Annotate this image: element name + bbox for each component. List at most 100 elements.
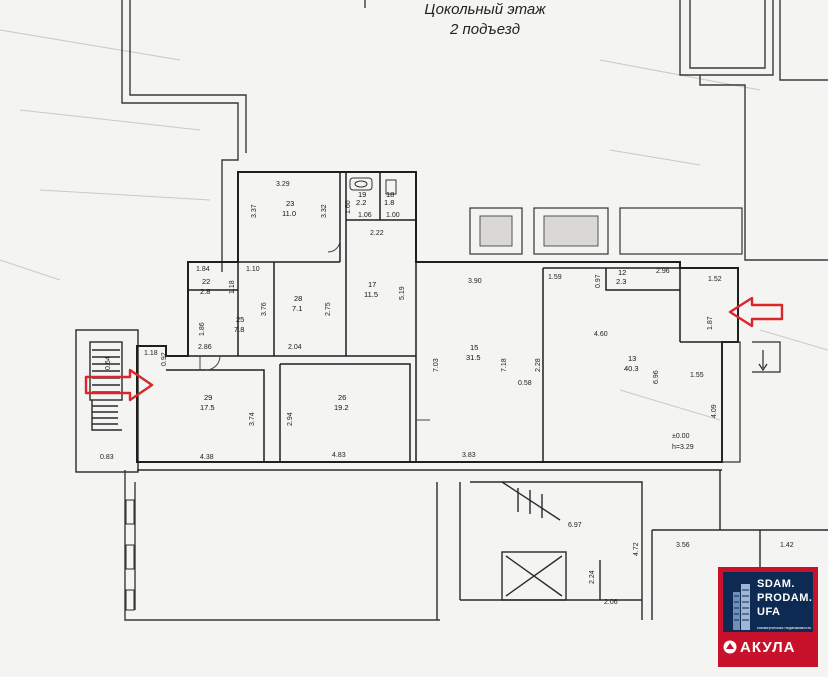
dim-label: 0.58	[518, 380, 532, 387]
dim-label: 7.03	[433, 358, 440, 372]
room-area: 17.5	[200, 403, 215, 412]
dim-label: 1.10	[246, 266, 260, 273]
dim-label: 1.59	[548, 274, 562, 281]
dim-label: 2.96	[656, 268, 670, 275]
dim-label: 6.96	[653, 370, 660, 384]
room-area: 19.2	[334, 403, 349, 412]
dimension-labels: 3.29 3.37 3.32 1.60 1.06 1.00 2.22 1.84 …	[100, 181, 794, 606]
light-wells	[469, 207, 743, 255]
dim-label: 4.09	[711, 404, 718, 418]
room-number: 12	[618, 268, 626, 277]
entrance-title: 2 подъезд	[450, 21, 520, 38]
logo-tagline: коммерческая недвижимость	[757, 625, 812, 630]
shark-icon	[723, 640, 737, 654]
dim-label: 2.94	[287, 412, 294, 426]
logo-line-1: SDAM.	[757, 578, 795, 590]
level-mark-floor: ±0.00	[672, 433, 690, 440]
right-stair	[721, 341, 781, 463]
dim-label: 1.18	[229, 280, 236, 294]
room-number: 19	[358, 190, 366, 199]
dim-label: 1.60	[345, 200, 352, 214]
room-area: 7.1	[292, 304, 302, 313]
dim-label: 1.06	[358, 212, 372, 219]
lower-windows	[125, 499, 135, 611]
room-area: 2.3	[616, 277, 626, 286]
floor-title: Цокольный этаж	[424, 1, 546, 18]
room-number: 17	[368, 280, 376, 289]
level-marks: ±0.00 h=3.29	[672, 433, 694, 451]
level-mark-height: h=3.29	[672, 444, 694, 451]
room-number: 29	[204, 393, 212, 402]
left-annex	[75, 329, 139, 473]
dim-label: 2.28	[535, 358, 542, 372]
dim-label: 1.84	[196, 266, 210, 273]
dim-label: 1.52	[708, 276, 722, 283]
dim-label: 3.74	[249, 412, 256, 426]
dim-label: 7.18	[501, 358, 508, 372]
dim-label: 3.83	[462, 452, 476, 459]
room-number: 13	[628, 354, 636, 363]
logo-panel: SDAM. PRODAM. UFA коммерческая недвижимо…	[723, 572, 813, 632]
room-number: 22	[202, 277, 210, 286]
dim-label: 0.92	[161, 352, 168, 366]
dim-label: 6.97	[568, 522, 582, 529]
room-number: 23	[286, 199, 294, 208]
dim-label: 5.19	[399, 286, 406, 300]
dim-label: 2.22	[370, 230, 384, 237]
dim-label: 0.97	[595, 274, 602, 288]
entrance-arrow-right	[728, 296, 784, 328]
room-number: 28	[294, 294, 302, 303]
building-icon	[733, 584, 750, 630]
site-outline	[121, 0, 828, 621]
dim-label: 3.37	[251, 204, 258, 218]
dim-label: 0.83	[100, 454, 114, 461]
room-area: 1.8	[384, 198, 394, 207]
dim-label: 2.06	[604, 599, 618, 606]
logo-line-2: PRODAM.	[757, 592, 813, 604]
room-area: 40.3	[624, 364, 639, 373]
room-number: 26	[338, 393, 346, 402]
dim-label: 2.24	[589, 570, 596, 584]
room-area: 2.2	[356, 198, 366, 207]
room-number: 25	[236, 315, 244, 324]
dim-label: 1.42	[780, 542, 794, 549]
logo-line-3: UFA	[757, 606, 781, 618]
interior-walls	[166, 172, 722, 462]
dim-label: 0.64	[105, 356, 112, 370]
plan-title: Цокольный этаж 2 подъезд	[380, 0, 590, 40]
dim-label: 3.29	[276, 181, 290, 188]
dim-label: 1.86	[199, 322, 206, 336]
room-number: 18	[386, 190, 394, 199]
dim-label: 4.60	[594, 331, 608, 338]
dim-label: 1.87	[707, 316, 714, 330]
room-area: 31.5	[466, 353, 481, 362]
room-area: 11.0	[282, 209, 296, 218]
entrance-arrow-left	[84, 368, 154, 402]
room-number: 15	[470, 343, 478, 352]
dim-label: 4.38	[200, 454, 214, 461]
sanitary-fixtures	[349, 177, 397, 195]
room-labels: 23 11.0 19 2.2 18 1.8 22 2.8 25 7.8 28 7…	[200, 190, 639, 412]
room-area: 7.8	[234, 325, 244, 334]
watermark-logo: SDAM. PRODAM. UFA коммерческая недвижимо…	[718, 567, 818, 667]
logo-brand: АКУЛА	[740, 639, 796, 656]
dim-label: 3.32	[321, 204, 328, 218]
dim-label: 2.04	[288, 344, 302, 351]
dim-label: 1.18	[144, 350, 158, 357]
doors	[199, 239, 430, 421]
bg-lines	[0, 29, 828, 421]
dim-label: 3.76	[261, 302, 268, 316]
main-walls	[136, 171, 739, 463]
dim-label: 4.72	[633, 542, 640, 556]
dim-label: 2.86	[198, 344, 212, 351]
lower-block	[137, 469, 828, 620]
dim-label: 3.90	[468, 278, 482, 285]
dim-label: 1.00	[386, 212, 400, 219]
dim-label: 1.55	[690, 372, 704, 379]
dim-label: 2.75	[325, 302, 332, 316]
room-area: 2.8	[200, 287, 210, 296]
dim-label: 3.56	[676, 542, 690, 549]
room-area: 11.5	[364, 290, 378, 299]
